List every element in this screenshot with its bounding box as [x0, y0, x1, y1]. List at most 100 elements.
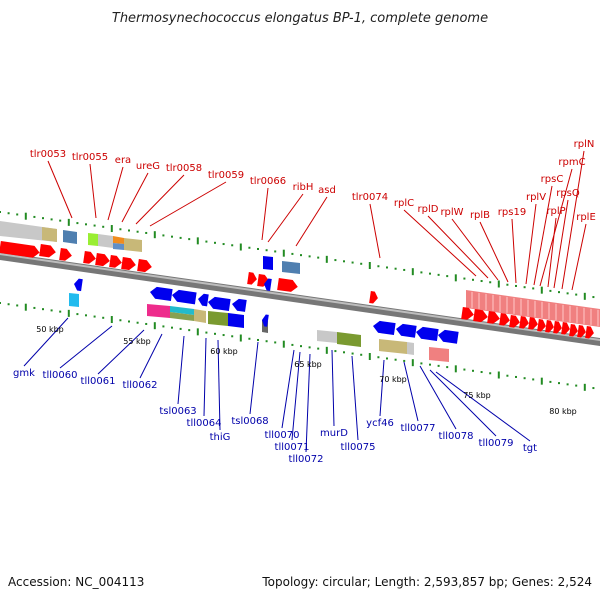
gene-label-tll0078[interactable]: tll0078	[439, 431, 474, 442]
tick-dot	[196, 237, 199, 245]
gene-label-rps19[interactable]: rps19	[498, 207, 526, 218]
tick-dot	[480, 280, 483, 283]
tick-dot	[214, 241, 216, 244]
gene-label-rpmC[interactable]: rpmC	[558, 157, 585, 168]
kbp-label: 80 kbp	[549, 407, 577, 416]
connector-rpsC	[533, 185, 553, 286]
tick-dot	[67, 218, 70, 226]
reverse-gene-arrow	[198, 293, 209, 307]
tick-dot	[7, 303, 10, 306]
gene-label-tll0071[interactable]: tll0071	[275, 442, 310, 453]
reverse-gene-arrow	[172, 289, 197, 305]
tick-dot	[489, 281, 492, 284]
gene-label-rplP[interactable]: rplP	[546, 206, 565, 217]
gene-label-ribH[interactable]: ribH	[293, 182, 314, 193]
feature-box-khaki-4	[379, 339, 407, 354]
connector-tll0075	[351, 355, 359, 441]
tick-dot	[282, 249, 285, 257]
feature-box-grey-4	[407, 342, 414, 355]
gene-label-tll0060[interactable]: tll0060	[43, 370, 78, 381]
connector-rplN	[561, 150, 585, 290]
tick-dot	[291, 252, 294, 255]
gene-label-rplV[interactable]: rplV	[526, 192, 546, 203]
feature-box-blue-1	[228, 313, 244, 328]
tick-dot	[575, 384, 578, 387]
gene-label-tsl0063[interactable]: tsl0063	[159, 406, 196, 417]
gene-label-tlr0055[interactable]: tlr0055	[72, 152, 108, 163]
connector-tll0079	[429, 369, 497, 437]
tick-dot	[411, 268, 414, 276]
gene-label-rplD[interactable]: rplD	[418, 204, 439, 215]
gene-label-tlr0074[interactable]: tlr0074	[352, 192, 388, 203]
tick-dot	[33, 215, 36, 218]
gene-label-tll0061[interactable]: tll0061	[81, 376, 116, 387]
gene-label-tlr0053[interactable]: tlr0053	[30, 149, 66, 160]
tick-dot	[454, 365, 457, 373]
gene-label-rplW[interactable]: rplW	[440, 207, 463, 218]
tick-dot	[394, 358, 397, 361]
ribosomal-cluster-block	[466, 290, 600, 327]
gene-label-ycf46[interactable]: ycf46	[366, 418, 394, 429]
connector-asd	[295, 196, 328, 247]
backbone-highlight	[0, 253, 600, 341]
gene-label-rplN[interactable]: rplN	[574, 139, 595, 150]
map-title: Thermosynechococcus elongatus BP-1, comp…	[112, 11, 488, 26]
connector-era	[107, 166, 124, 221]
tick-dot	[291, 343, 294, 346]
tick-dot	[248, 337, 251, 340]
reverse-gene-arrow	[232, 298, 247, 312]
tick-dot	[489, 372, 492, 375]
gene-label-rpsQ[interactable]: rpsQ	[556, 188, 580, 199]
forward-gene-arrow	[461, 307, 474, 320]
tick-dot	[274, 250, 277, 253]
forward-gene-arrow	[83, 251, 96, 264]
gene-label-tll0075[interactable]: tll0075	[341, 442, 376, 453]
gene-label-tll0079[interactable]: tll0079	[479, 438, 514, 449]
gene-label-tgt[interactable]: tgt	[523, 443, 537, 454]
tick-dot	[317, 256, 320, 259]
tick-dot	[239, 243, 242, 251]
connector-rpmC	[539, 168, 573, 287]
connector-tlr0053	[47, 160, 73, 219]
gene-label-rpsC[interactable]: rpsC	[541, 174, 564, 185]
tick-dot	[549, 289, 552, 292]
gene-label-gmk[interactable]: gmk	[13, 368, 35, 379]
kbp-label: 60 kbp	[210, 347, 238, 356]
tick-dot	[472, 278, 474, 281]
gene-label-rplC[interactable]: rplC	[394, 198, 414, 209]
feature-boxes	[0, 221, 449, 362]
gene-label-tsl0068[interactable]: tsl0068	[231, 416, 268, 427]
gene-label-ureG[interactable]: ureG	[136, 161, 160, 172]
tick-dot	[102, 316, 105, 319]
tick-dot	[420, 362, 423, 365]
forward-gene-arrow	[95, 253, 110, 267]
tick-dot	[583, 292, 586, 300]
gene-label-asd[interactable]: asd	[318, 185, 336, 196]
gene-label-tlr0058[interactable]: tlr0058	[166, 163, 202, 174]
reverse-gene-arrow	[74, 278, 83, 292]
connector-tlr0058	[135, 174, 185, 225]
gene-label-tll0072[interactable]: tll0072	[289, 454, 324, 465]
connector-tll0060	[59, 325, 113, 369]
tick-dot	[532, 287, 535, 290]
gene-label-tll0064[interactable]: tll0064	[187, 418, 222, 429]
forward-gene-arrow	[553, 321, 562, 334]
forward-gene-arrow	[39, 244, 56, 258]
gene-label-tlr0066[interactable]: tlr0066	[250, 176, 286, 187]
gene-label-tlr0059[interactable]: tlr0059	[208, 170, 244, 181]
gene-label-murD[interactable]: murD	[320, 428, 348, 439]
gene-label-tll0062[interactable]: tll0062	[123, 380, 158, 391]
gene-label-rplE[interactable]: rplE	[576, 212, 596, 223]
gene-label-tll0077[interactable]: tll0077	[401, 423, 436, 434]
forward-gene-arrow	[528, 317, 538, 330]
tick-dot	[16, 213, 19, 216]
gene-arrows	[0, 241, 594, 344]
gene-label-tll0070[interactable]: tll0070	[265, 430, 300, 441]
gene-label-era[interactable]: era	[115, 155, 131, 166]
tick-dot	[171, 326, 173, 329]
gene-label-rplB[interactable]: rplB	[470, 210, 490, 221]
gene-label-thiG[interactable]: thiG	[210, 432, 231, 443]
feature-box-olive-3	[337, 332, 361, 347]
tick-dot	[188, 238, 191, 241]
